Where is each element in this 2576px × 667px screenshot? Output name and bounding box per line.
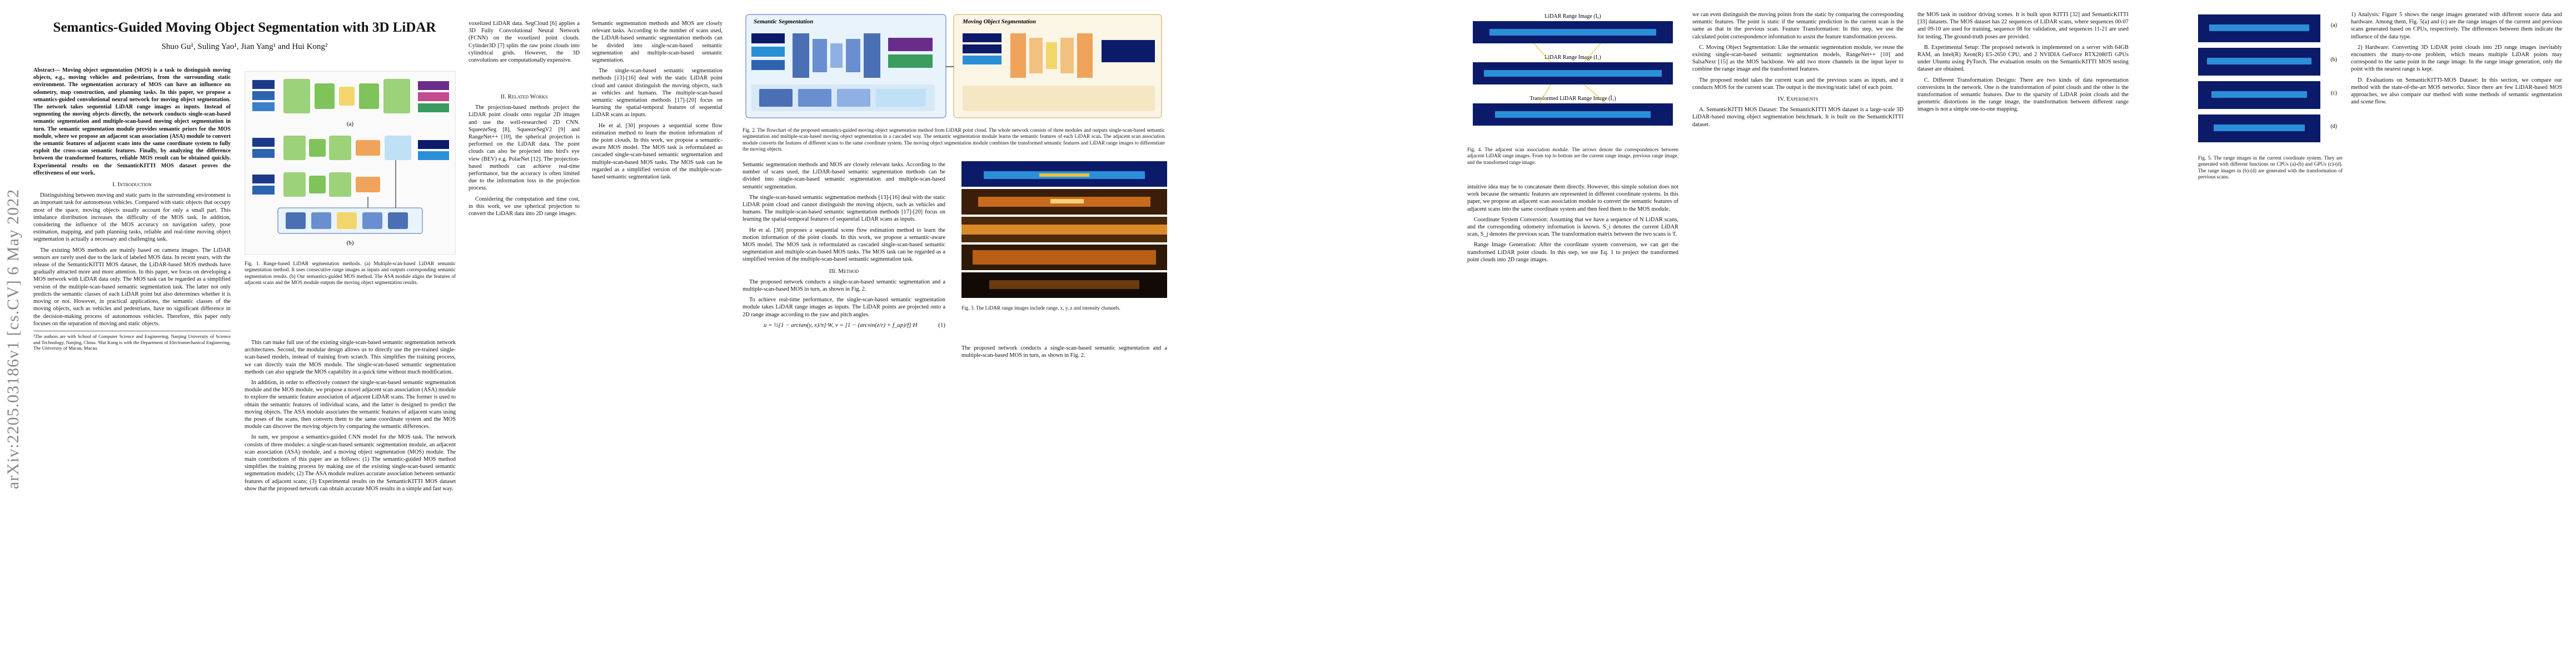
figure-5-range-images: (a) (b) (c) (d) [2198,14,2337,142]
fig1-part-b: (b) [252,136,449,246]
footnote: ¹The authors are with School of Computer… [33,330,231,351]
figure-1-caption: Fig. 1. Range-based LiDAR segmentation m… [245,261,456,286]
figure-1-diagram: (a) [244,71,456,255]
equation-1: u = ½[1 − arctan(y, x)/π]·W, v = [1 − (a… [743,322,945,329]
p3-col2-para-1: we can even distinguish the moving point… [1692,12,1904,40]
figure-3: Fig. 3. The LiDAR range images include r… [961,161,1167,339]
fig5-label-b: (b) [2330,57,2337,63]
p4-column-1: 1) Analysis: Figure 5 shows the range im… [2351,11,2562,109]
paper-title: Semantics-Guided Moving Object Segmentat… [53,20,436,35]
fig3-range-strip-y [961,217,1167,242]
related-paragraph-2: Considering the computation and time cos… [469,196,580,217]
fig4-label-transformed: Transformed LiDAR Range Image (Ĩ₁) [1529,95,1616,102]
p3-col3-para-2: B. Experimental Setup: The proposed netw… [1917,44,2129,73]
p2-col2-para-1: The proposed network conducts a single-s… [961,345,1167,359]
fig3-range-strip-range [961,161,1167,187]
p2-column-2: The proposed network conducts a single-s… [961,345,1167,362]
paper-page-3: LiDAR Range Image (I₀) LiDAR Range Image… [1467,0,2190,667]
intro-paragraph-2: The existing MOS methods are mainly base… [33,247,231,327]
fig3-range-strip-intensity [961,272,1167,298]
figure-3-range-images [961,161,1167,298]
p2-col1-para-2: The single-scan-based semantic segmentat… [743,194,945,223]
section-heading-intro: I. Introduction [112,181,152,188]
method-paragraph-1: The proposed network conducts a single-s… [743,278,945,293]
p4-col1-para-1: 1) Analysis: Figure 5 shows the range im… [2351,12,2562,40]
fig5-label-a: (a) [2331,22,2337,28]
p1-col4-para-3: He et al. [30] proposes a sequential sce… [592,122,723,181]
p3-col1-para-1: intuitive idea may be to concatenate the… [1467,184,1678,212]
fig2-title-left: Semantic Segmentation [754,18,813,25]
fig3-range-strip-z [961,245,1167,270]
equation-1-number: (1) [938,321,945,328]
column-3-lower: II. Related Works The projection-based m… [469,89,580,221]
section-heading-related: II. Related Works [500,93,548,100]
related-paragraph-1: The projection-based methods project the… [469,104,580,192]
figure-5: (a) (b) (c) (d) Fig. 5. The range images… [2198,11,2343,211]
column-1: Abstract— Moving object segmentation (MO… [33,67,231,351]
experiments-paragraph-1: A. SemanticKITTI MOS Dataset: The Semant… [1692,107,1904,128]
figure-4-diagram: LiDAR Range Image (I₀) LiDAR Range Image… [1473,13,1673,126]
p3-col1-para-2: Coordinate System Conversion: Assuming t… [1467,216,1678,238]
intro-paragraph-1: Distinguishing between moving and static… [33,192,231,243]
paper-page-4: (a) (b) (c) (d) Fig. 5. The range images… [2198,0,2576,667]
paper-page-1: arXiv:2205.03186v1 [cs.CV] 6 May 2022 Se… [0,0,728,667]
p1-col4-para-1: Semantic segmentation methods and MOS ar… [592,21,723,64]
p3-column-3: the MOS task in outdoor driving scenes. … [1917,11,2129,117]
p1-col2-para-2: In addition, in order to effectively con… [245,380,456,430]
equation-1-body: u = ½[1 − arctan(y, x)/π]·W, v = [1 − (a… [763,321,918,328]
figure-4-caption: Fig. 4. The adjacent scan association mo… [1467,147,1678,165]
fig1-label-a: (a) [347,121,354,127]
section-heading-method: III. Method [829,267,859,275]
figure-1: (a) [244,71,456,305]
figure-2-diagram: Semantic Segmentation Moving Object Segm… [743,11,1165,122]
p1-col2-para-1: This can make full use of the existing s… [245,340,456,375]
fig3-range-strip-x [961,189,1167,215]
p2-col1-para-1: Semantic segmentation methods and MOS ar… [743,162,945,190]
p3-col3-para-1: the MOS task in outdoor driving scenes. … [1917,12,2129,40]
figure-4: LiDAR Range Image (I₀) LiDAR Range Image… [1467,11,1678,178]
fig4-label-previous: LiDAR Range Image (I₁) [1544,54,1601,61]
p2-col1-para-3: He et al. [30] proposes a sequential sce… [743,227,945,263]
p3-col3-para-3: C. Different Transformation Designs: The… [1917,77,2129,113]
fig1-label-b: (b) [347,240,354,246]
method-paragraph-2: To achieve real-time performance, the si… [743,297,945,318]
p3-col1-para-3: Range Image Generation: After the coordi… [1467,242,1678,263]
fig2-title-right: Moving Object Segmentation [962,18,1036,25]
figure-5-caption: Fig. 5. The range images in the current … [2198,155,2343,180]
p3-col2-para-3: The proposed model takes the current sca… [1692,77,1904,91]
p1-col2-para-3: In sum, we propose a semantics-guided CN… [245,434,456,492]
column-3: voxelized LiDAR data. SegCloud [6] appli… [469,20,580,67]
column-4: Semantic segmentation methods and MOS ar… [592,20,723,184]
p3-column-2: we can even distinguish the moving point… [1692,11,1904,132]
fig1-part-a: (a) [252,79,449,127]
p1-col4-para-2: The single-scan-based semantic segmentat… [592,68,723,118]
paper-authors: Shuo Gu¹, Suling Yao¹, Jian Yang¹ and Hu… [161,42,328,51]
p4-col1-para-2: 2) Hardware: Converting 3D LiDAR point c… [2351,44,2562,73]
fig5-label-d: (d) [2330,123,2337,130]
arxiv-stamp: arXiv:2205.03186v1 [cs.CV] 6 May 2022 [4,188,22,490]
fig5-label-c: (c) [2331,90,2337,96]
p1-col3-para-1: voxelized LiDAR data. SegCloud [6] appli… [469,21,580,64]
abstract: Abstract— Moving object segmentation (MO… [33,67,231,176]
figure-3-caption: Fig. 3. The LiDAR range images include r… [961,305,1120,311]
p3-column-1: intuitive idea may be to concatenate the… [1467,183,1678,267]
p4-col1-para-3: D. Evaluations on SemanticKITTI-MOS Data… [2351,77,2562,106]
column-2-bottom: This can make full use of the existing s… [245,339,456,496]
section-heading-experiments: IV. Experiments [1777,96,1818,103]
paper-page-2: Semantic Segmentation Moving Object Segm… [734,0,1456,667]
p2-column-1: Semantic segmentation methods and MOS ar… [743,161,945,332]
figure-2-caption: Fig. 2. The flowchart of the proposed se… [743,127,1165,152]
fig4-label-current: LiDAR Range Image (I₀) [1544,13,1601,19]
figure-2: Semantic Segmentation Moving Object Segm… [743,11,1165,152]
p3-col2-para-2: C. Moving Object Segmentation: Like the … [1692,44,1904,73]
